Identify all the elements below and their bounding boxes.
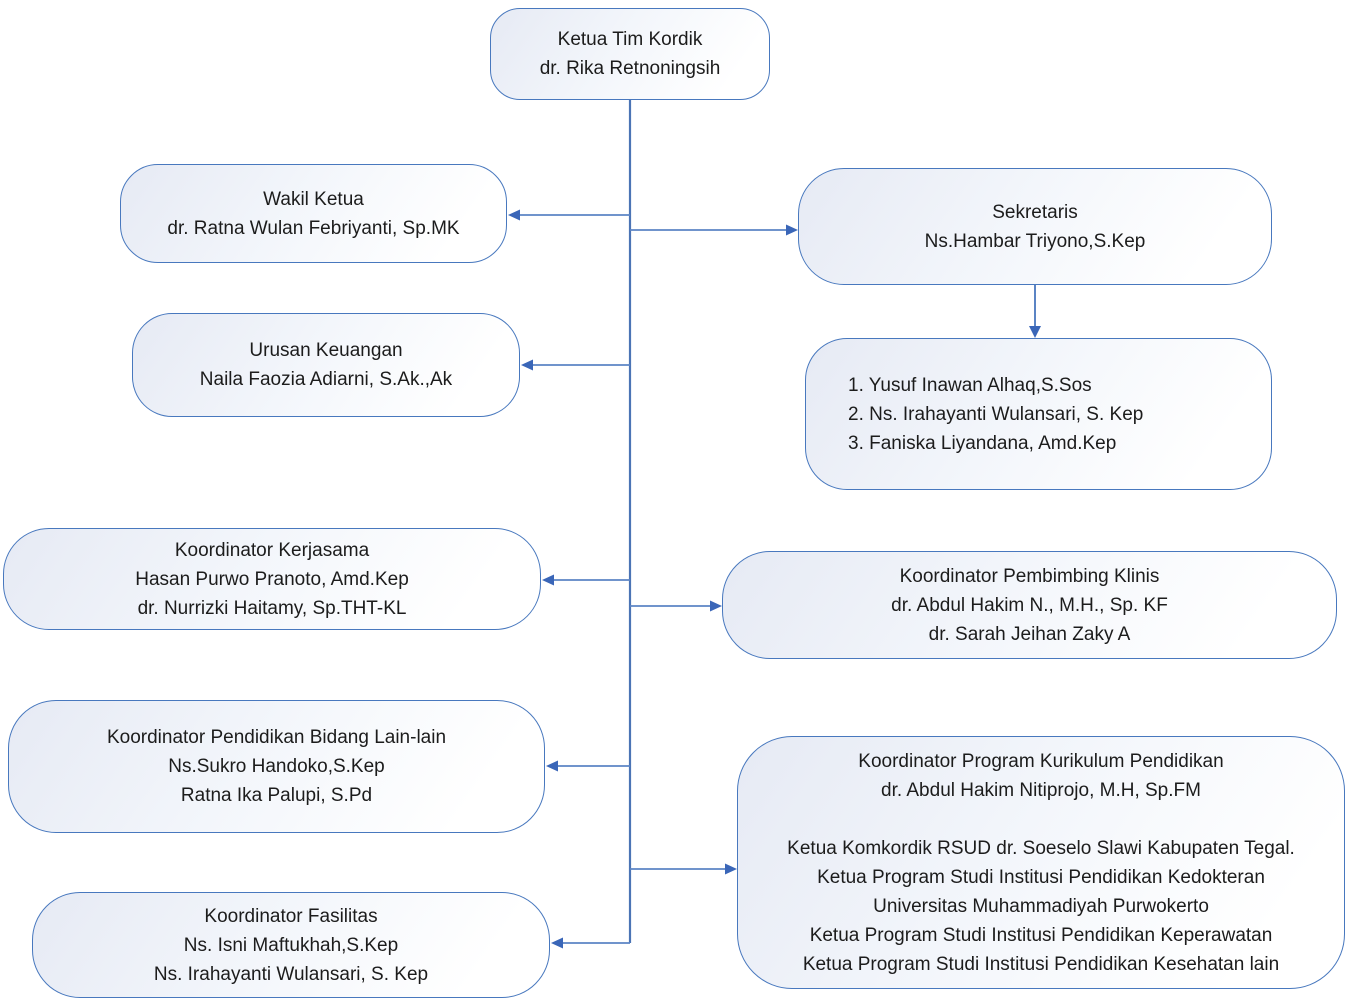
node-person-name: dr. Rika Retnoningsih [539, 58, 721, 79]
node-person-name: dr. Sarah Jeihan Zaky A [928, 623, 1131, 645]
arrow-right-icon [786, 224, 798, 236]
node-person-name: dr. Nurrizki Haitamy, Sp.THT-KL [137, 597, 407, 619]
node-role-label: Koordinator Kerjasama [174, 539, 370, 561]
org-node-ketua-tim-kordik: Ketua Tim Kordik dr. Rika Retnoningsih [490, 8, 770, 100]
node-detail-line: Ketua Program Studi Institusi Pendidikan… [802, 953, 1280, 975]
node-detail-line: Universitas Muhammadiyah Purwokerto [873, 895, 1209, 917]
connector-fasilitas [551, 937, 630, 949]
staff-list-item: 3. Faniska Liyandana, Amd.Kep [848, 432, 1117, 454]
org-node-koordinator-fasilitas: Koordinator Fasilitas Ns. Isni Maftukhah… [32, 892, 550, 998]
staff-list-item: 1. Yusuf Inawan Alhaq,S.Sos [848, 374, 1092, 396]
node-role-label: Urusan Keuangan [249, 340, 403, 361]
node-person-name: Naila Faozia Adiarni, S.Ak.,Ak [199, 369, 453, 390]
connector-wakil [508, 209, 630, 221]
node-person-name: dr. Ratna Wulan Febriyanti, Sp.MK [167, 217, 460, 239]
org-node-koordinator-pendidikan-lain: Koordinator Pendidikan Bidang Lain-lain … [8, 700, 545, 833]
blank-line [750, 805, 1332, 834]
arrow-left-icon [551, 937, 563, 949]
node-role-label: Koordinator Pembimbing Klinis [899, 565, 1160, 587]
connector-program-kurikulum [630, 863, 737, 875]
org-node-wakil-ketua: Wakil Ketua dr. Ratna Wulan Febriyanti, … [120, 164, 507, 263]
node-detail-line: Ketua Program Studi Institusi Pendidikan… [809, 924, 1273, 946]
node-person-name: Ns.Hambar Triyono,S.Kep [924, 230, 1146, 252]
node-role-label: Ketua Tim Kordik [557, 29, 703, 50]
arrow-left-icon [508, 209, 520, 221]
node-role-label: Wakil Ketua [263, 188, 364, 210]
node-person-name: Ns. Irahayanti Wulansari, S. Kep [153, 963, 429, 985]
org-node-sekretaris: Sekretaris Ns.Hambar Triyono,S.Kep [798, 168, 1272, 285]
connector-pembimbing-klinis [630, 600, 722, 612]
org-node-urusan-keuangan: Urusan Keuangan Naila Faozia Adiarni, S.… [132, 313, 520, 417]
org-node-koordinator-program-kurikulum: Koordinator Program Kurikulum Pendidikan… [737, 736, 1345, 989]
arrow-left-icon [521, 359, 533, 371]
node-detail-line: Ketua Komkordik RSUD dr. Soeselo Slawi K… [787, 837, 1295, 859]
node-detail-line: Ketua Program Studi Institusi Pendidikan… [817, 866, 1265, 888]
arrow-right-icon [710, 600, 722, 612]
node-person-name: Hasan Purwo Pranoto, Amd.Kep [135, 568, 409, 590]
node-person-name: Ns. Isni Maftukhah,S.Kep [183, 934, 399, 956]
node-person-name: dr. Abdul Hakim Nitiprojo, M.H, Sp.FM [881, 779, 1201, 801]
arrow-down-icon [1029, 326, 1041, 338]
node-role-label: Sekretaris [992, 201, 1078, 223]
org-node-sekretariat-staff: 1. Yusuf Inawan Alhaq,S.Sos 2. Ns. Iraha… [805, 338, 1272, 490]
node-person-name: dr. Abdul Hakim N., M.H., Sp. KF [891, 594, 1168, 616]
arrow-left-icon [546, 760, 558, 772]
arrow-right-icon [725, 863, 737, 875]
node-person-name: Ratna Ika Palupi, S.Pd [180, 785, 373, 806]
node-person-name: Ns.Sukro Handoko,S.Kep [168, 756, 385, 777]
arrow-left-icon [542, 574, 554, 586]
node-role-label: Koordinator Program Kurikulum Pendidikan [858, 750, 1224, 772]
org-node-koordinator-pembimbing-klinis: Koordinator Pembimbing Klinis dr. Abdul … [722, 551, 1337, 659]
node-role-label: Koordinator Fasilitas [204, 905, 378, 927]
connector-kerjasama [542, 574, 630, 586]
node-role-label: Koordinator Pendidikan Bidang Lain-lain [106, 727, 447, 748]
staff-list-item: 2. Ns. Irahayanti Wulansari, S. Kep [848, 403, 1144, 425]
connector-sekretariat-staff [1029, 285, 1041, 338]
connector-urusan-keuangan [521, 359, 630, 371]
connector-sekretaris [630, 224, 798, 236]
connector-pendidikan-lain [546, 760, 630, 772]
org-node-koordinator-kerjasama: Koordinator Kerjasama Hasan Purwo Pranot… [3, 528, 541, 630]
